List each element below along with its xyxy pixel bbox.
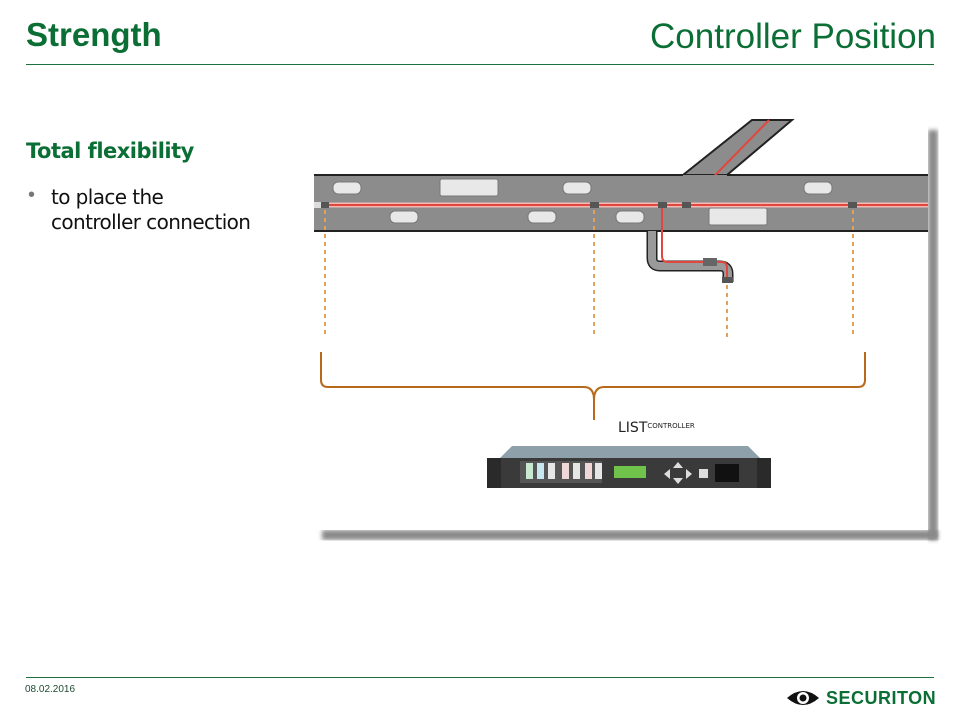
status-button	[573, 463, 580, 479]
status-button	[537, 463, 544, 479]
car	[527, 210, 557, 224]
status-button	[595, 463, 602, 479]
vehicles	[332, 178, 833, 226]
end-connector	[722, 277, 733, 283]
securiton-logo: SECURITON	[786, 687, 936, 709]
rack-ear-right	[757, 458, 771, 488]
frame-shadow-bottom	[322, 530, 938, 540]
device-top	[500, 446, 760, 458]
bullet-text: to place the controller connection	[51, 185, 301, 235]
controller-position-diagram	[314, 118, 938, 540]
status-button	[548, 463, 555, 479]
status-button	[585, 463, 592, 479]
curly-brace	[320, 352, 866, 420]
side-cable	[661, 205, 728, 280]
road-start-cap	[314, 202, 324, 208]
rack-ear-left	[487, 458, 501, 488]
bullet-line-1: to place the	[51, 185, 164, 209]
car	[615, 210, 645, 224]
status-button	[562, 463, 569, 479]
eye-icon	[787, 691, 819, 705]
truck	[708, 207, 768, 226]
lcd-display	[614, 466, 646, 478]
bullet-line-2: controller connection	[51, 210, 251, 234]
connector-3	[658, 202, 667, 208]
nav-left-icon	[664, 469, 670, 479]
frame-shadow-right	[928, 130, 938, 540]
connector-4	[682, 202, 691, 208]
logo-text: SECURITON	[826, 687, 937, 708]
nav-right-icon	[686, 469, 692, 479]
controller-label: LISTCONTROLLER	[618, 420, 695, 436]
nav-up-icon	[673, 462, 683, 468]
car	[803, 181, 833, 195]
connector-1	[321, 202, 329, 208]
header-divider	[26, 64, 934, 65]
content-subtitle: Total flexibility	[26, 139, 194, 163]
status-button	[526, 463, 533, 479]
connector-5	[848, 202, 857, 208]
enter-button	[699, 469, 708, 478]
slide-title: Strength	[26, 16, 162, 53]
car	[562, 181, 592, 195]
car	[332, 181, 362, 195]
bullet-icon: •	[28, 184, 36, 206]
side-connector	[703, 258, 717, 266]
controller-label-main: LIST	[618, 420, 648, 436]
footer-date: 08.02.2016	[25, 684, 76, 695]
controller-label-sup: CONTROLLER	[647, 422, 695, 430]
car	[389, 210, 419, 224]
connector-2	[590, 202, 599, 208]
truck	[439, 178, 499, 197]
footer-divider	[26, 677, 934, 678]
nav-down-icon	[673, 478, 683, 484]
usb-port-icon	[715, 464, 739, 482]
list-controller-device	[487, 446, 771, 488]
section-title: Controller Position	[650, 17, 936, 56]
